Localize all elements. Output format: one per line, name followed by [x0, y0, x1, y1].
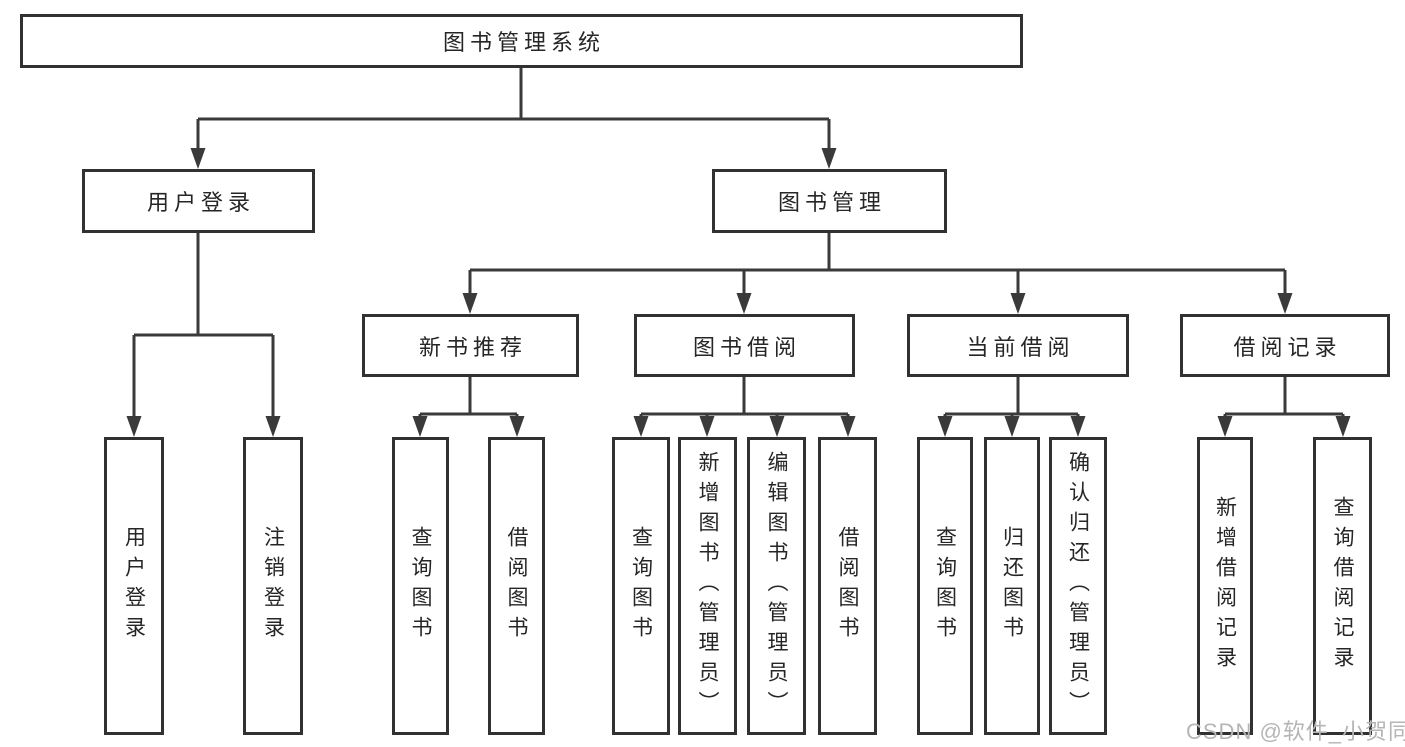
arrowhead-icon	[462, 293, 478, 314]
node-user-login: 用户登录	[82, 169, 315, 233]
node-book-borrowing: 图书借阅	[634, 314, 855, 377]
leaf-user-login-label: 用户登录	[122, 526, 146, 646]
arrowhead-icon	[1070, 416, 1086, 437]
node-new-book-recommend-label: 新书推荐	[418, 334, 527, 360]
node-book-borrowing-label: 图书借阅	[692, 334, 801, 360]
leaf-add-books-admin: 新增图书（管理员）	[678, 437, 737, 735]
leaf-borrow-books-2-label: 借阅图书	[836, 526, 859, 646]
leaf-query-books-3-label: 查询图书	[933, 526, 957, 646]
arrowhead-icon	[699, 416, 715, 437]
node-new-book-recommend: 新书推荐	[362, 314, 579, 377]
arrowhead-icon	[633, 416, 649, 437]
connector-bookmgmt-children	[468, 233, 1287, 295]
leaf-logout-label: 注销登录	[261, 526, 285, 646]
node-borrowing-records-label: 借阅记录	[1233, 334, 1342, 360]
connector-currentborrow-children	[943, 377, 1080, 419]
leaf-user-login: 用户登录	[104, 437, 164, 735]
arrowhead-icon	[265, 416, 281, 437]
leaf-logout: 注销登录	[243, 437, 303, 735]
leaf-confirm-return-admin-label: 确认归还（管理员）	[1066, 451, 1090, 721]
node-user-login-label: 用户登录	[146, 190, 255, 215]
arrowhead-icon	[509, 416, 525, 437]
node-current-borrowing-label: 当前借阅	[966, 334, 1075, 360]
arrowhead-icon	[769, 416, 785, 437]
leaf-confirm-return-admin: 确认归还（管理员）	[1049, 437, 1107, 735]
arrowhead-icon	[1335, 416, 1351, 437]
arrowhead-icon	[412, 416, 428, 437]
leaf-query-books-1: 查询图书	[392, 437, 449, 735]
arrowhead-icon	[937, 416, 953, 437]
leaf-query-books-1-label: 查询图书	[409, 526, 432, 646]
arrowheads	[126, 148, 1351, 437]
leaf-add-borrow-record-label: 新增借阅记录	[1213, 496, 1237, 676]
leaf-borrow-books-2: 借阅图书	[818, 437, 877, 735]
leaf-edit-books-admin-label: 编辑图书（管理员）	[765, 451, 788, 721]
connector-records-children	[1223, 377, 1345, 419]
arrowhead-icon	[190, 148, 206, 169]
node-root-label: 图书管理系统	[442, 30, 605, 55]
arrowhead-icon	[840, 416, 856, 437]
arrowhead-icon	[1010, 293, 1026, 314]
leaf-borrow-books-1: 借阅图书	[488, 437, 545, 735]
node-borrowing-records: 借阅记录	[1180, 314, 1390, 377]
arrowhead-icon	[821, 148, 837, 169]
arrowhead-icon	[1004, 416, 1020, 437]
leaf-return-books-label: 归还图书	[1000, 526, 1024, 646]
connector-newbook-children	[418, 377, 519, 419]
leaf-add-books-admin-label: 新增图书（管理员）	[696, 451, 719, 721]
leaf-query-borrow-record-label: 查询借阅记录	[1331, 496, 1354, 676]
leaf-query-borrow-record: 查询借阅记录	[1313, 437, 1372, 735]
leaf-query-books-3: 查询图书	[917, 437, 973, 735]
node-root: 图书管理系统	[20, 14, 1023, 68]
arrowhead-icon	[126, 416, 142, 437]
leaf-query-books-2: 查询图书	[612, 437, 670, 735]
leaf-query-books-2-label: 查询图书	[629, 526, 653, 646]
leaf-borrow-books-1-label: 借阅图书	[505, 526, 528, 646]
arrowhead-icon	[1217, 416, 1233, 437]
csdn-watermark: CSDN @软件_小贺同学	[1186, 719, 1405, 744]
node-book-management-label: 图书管理	[777, 190, 886, 215]
connector-userlogin-children	[132, 233, 275, 418]
leaf-return-books: 归还图书	[984, 437, 1040, 735]
node-book-management: 图书管理	[712, 169, 947, 233]
leaf-add-borrow-record: 新增借阅记录	[1197, 437, 1253, 735]
arrowhead-icon	[736, 293, 752, 314]
leaf-edit-books-admin: 编辑图书（管理员）	[747, 437, 806, 735]
node-current-borrowing: 当前借阅	[907, 314, 1129, 377]
arrowhead-icon	[1277, 293, 1293, 314]
connector-bookborrow-children	[639, 377, 850, 419]
connector-root-to-level2	[196, 68, 831, 150]
